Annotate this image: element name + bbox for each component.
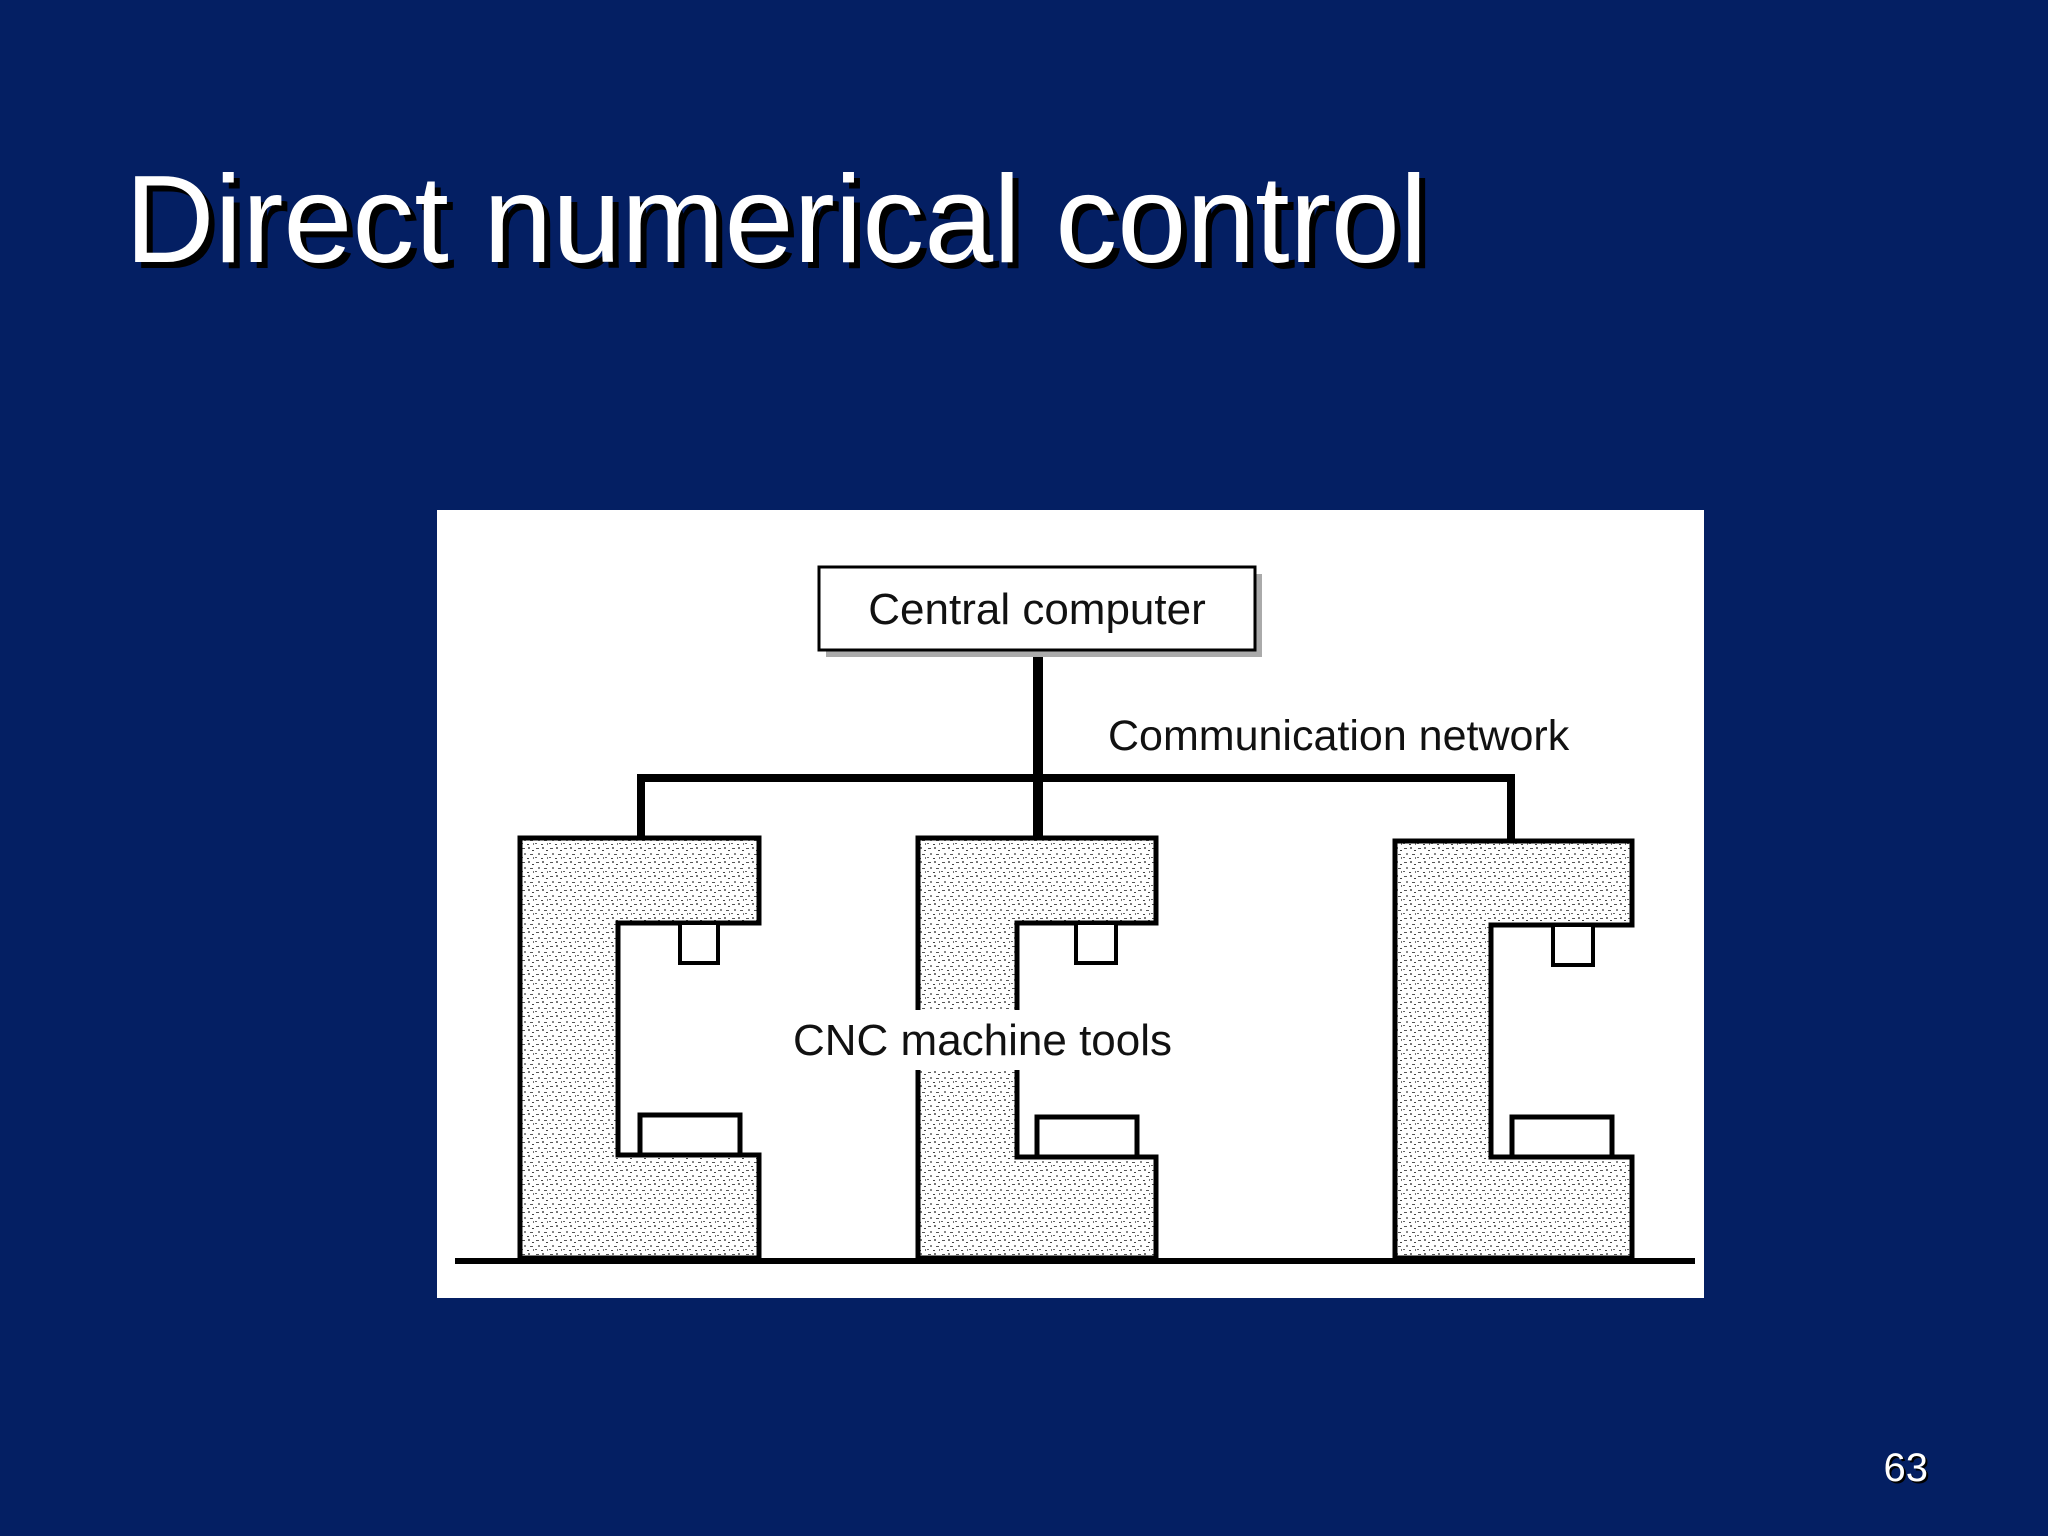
dnc-diagram: Central computer Communication network [437,510,1704,1298]
page-number: 63 [1883,1446,1929,1490]
cnc-machine-1 [517,835,762,1261]
cnc-machine-3 [1392,838,1635,1261]
central-computer-label: Central computer [868,585,1205,634]
central-computer-box [817,565,1257,652]
machines-label-backing [787,1010,1133,1070]
cnc-machine-tools-label: CNC machine tools [793,1016,1172,1065]
dnc-diagram-svg: Central computer Communication network [455,565,1695,1264]
slide-title: Direct numerical control [125,151,1428,289]
communication-network-label: Communication network [1108,712,1570,760]
